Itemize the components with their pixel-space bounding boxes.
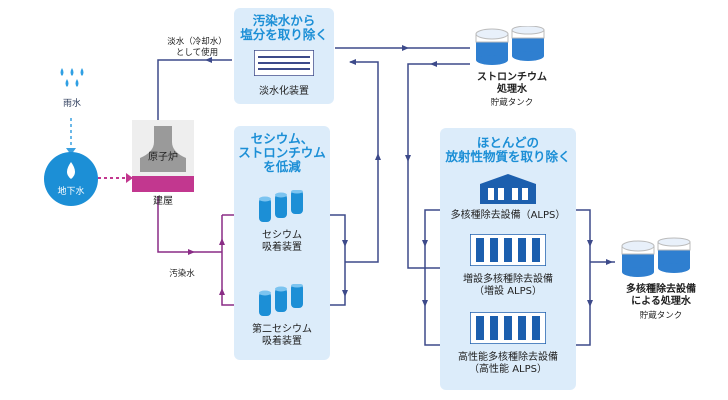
desalination-device-icon xyxy=(254,50,314,76)
water-drop-icon xyxy=(67,162,75,179)
freshwater-note-line2: として使用 xyxy=(175,48,219,58)
cesium-device2-line2: 吸着装置 xyxy=(262,336,302,347)
strontium-tank-line3: 貯蔵タンク xyxy=(490,98,534,108)
cesium-panel: セシウム、 ストロンチウム を低減 セシウム 吸着装置 第二セシウム 吸着装置 xyxy=(234,126,330,360)
freshwater-line xyxy=(157,59,232,120)
desalination-device-label: 淡水化装置 xyxy=(259,86,309,97)
contaminated-label: 汚染水 xyxy=(169,269,195,279)
alps-device3-line2: （高性能 ALPS） xyxy=(469,364,547,375)
alps-title-line2: 放射性物質を取り除く xyxy=(445,149,571,164)
strontium-tank-icon xyxy=(475,26,545,65)
groundwater-circle: 地下水 xyxy=(44,152,98,206)
second-cesium-adsorber-icon xyxy=(259,284,303,316)
strontium-tank-line2: 処理水 xyxy=(497,84,527,95)
building-label: 建屋 xyxy=(153,196,173,207)
alps-device1-label: 多核種除去設備（ALPS） xyxy=(450,210,566,221)
alps-tank-line2: による処理水 xyxy=(631,296,691,307)
contaminated-line xyxy=(157,196,222,253)
high-performance-alps-icon xyxy=(470,312,546,344)
cesium-title-line3: を低減 xyxy=(263,159,301,174)
desalination-panel: 汚染水から 塩分を取り除く 淡水化装置 xyxy=(234,8,334,104)
alps-device2-line1: 増設多核種除去設備 xyxy=(463,274,553,285)
desalination-title-line1: 汚染水から xyxy=(252,13,316,28)
desalination-title-line2: 塩分を取り除く xyxy=(240,27,328,42)
strontium-tank-line1: ストロンチウム xyxy=(477,72,547,83)
groundwater-label: 地下水 xyxy=(57,187,85,197)
alps-device2-line2: （増設 ALPS） xyxy=(474,286,542,297)
cesium-device1-line1: セシウム xyxy=(262,230,302,241)
cesium-title-line1: セシウム、 xyxy=(250,131,314,146)
cesium-adsorber-icon xyxy=(259,190,303,222)
alps-tank-line3: 貯蔵タンク xyxy=(639,311,683,321)
reactor-label: 原子炉 xyxy=(148,152,178,163)
alps-tank-line1: 多核種除去設備 xyxy=(626,284,696,295)
cesium-title-line2: ストロンチウム xyxy=(238,145,326,160)
expanded-alps-icon xyxy=(470,234,546,266)
cesium-device1-line2: 吸着装置 xyxy=(262,242,302,253)
alps-title-line1: ほとんどの xyxy=(476,135,540,150)
reactor-building: 原子炉 xyxy=(132,120,194,192)
alps-building-icon xyxy=(480,174,536,204)
alps-device3-line1: 高性能多核種除去設備 xyxy=(458,352,558,363)
alps-panel: ほとんどの 放射性物質を取り除く 多核種除去設備（ALPS） 増設多核種除去設備… xyxy=(440,128,576,390)
reactor-icon xyxy=(132,126,194,192)
cesium-device2-line1: 第二セシウム xyxy=(252,324,312,335)
rain-label: 雨水 xyxy=(62,99,81,109)
rain-icon xyxy=(56,66,88,96)
alps-tank-icon xyxy=(621,237,691,277)
freshwater-note-line1: 淡水（冷却水） xyxy=(167,37,227,47)
